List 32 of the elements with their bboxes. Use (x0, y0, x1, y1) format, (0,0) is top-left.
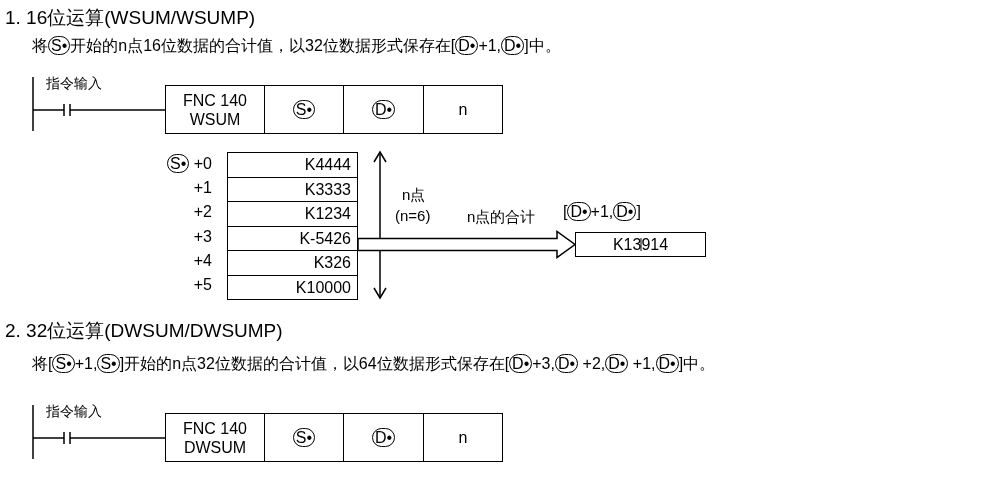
count-label: (n=6) (395, 207, 431, 224)
section-heading: 2. 32位运算(DWSUM/DWSUMP) (5, 319, 283, 343)
register-value: K-5426 (227, 226, 358, 251)
description-text: 将S•开始的n点16位数据的合计值，以32位数据形式保存在[D•+1,D•]中。 (32, 36, 561, 57)
result-register: K13914 (575, 232, 706, 257)
offset-label: +2 (193, 203, 212, 221)
operand: D• (343, 413, 424, 462)
register-value: K326 (227, 251, 358, 276)
operand: S• (264, 413, 344, 462)
contact-label: 指令输入 (46, 403, 102, 421)
register-value: K3333 (227, 177, 358, 202)
register-value: K1234 (227, 202, 358, 227)
offset-label: +4 (193, 252, 212, 270)
contact-label: 指令输入 (46, 75, 102, 93)
block-arrow (357, 230, 577, 259)
offset-label: +5 (193, 276, 212, 294)
instruction-name: FNC 140 WSUM (165, 85, 265, 134)
operand: D• (343, 85, 424, 134)
instruction-name: FNC 140 DWSUM (165, 413, 265, 462)
operand: n (423, 85, 503, 134)
section-heading: 1. 16位运算(WSUM/WSUMP) (5, 6, 256, 30)
operand: S• (264, 85, 344, 134)
edge-label: n点的合计 (467, 207, 536, 227)
offset-label: +1 (193, 179, 212, 197)
register-stack (227, 152, 358, 300)
offset-label: +3 (193, 228, 212, 246)
register-value: K4444 (227, 153, 358, 178)
operand: n (423, 413, 503, 462)
result-address-label: [D•+1,D•] (563, 202, 641, 221)
register-value: K10000 (227, 275, 358, 300)
description-text: 将[S•+1,S•]开始的n点32位数据的合计值，以64位数据形式保存在[D•+3,D• +2,D• +1,D•]中。 (32, 354, 716, 375)
count-label: n点 (402, 186, 426, 205)
